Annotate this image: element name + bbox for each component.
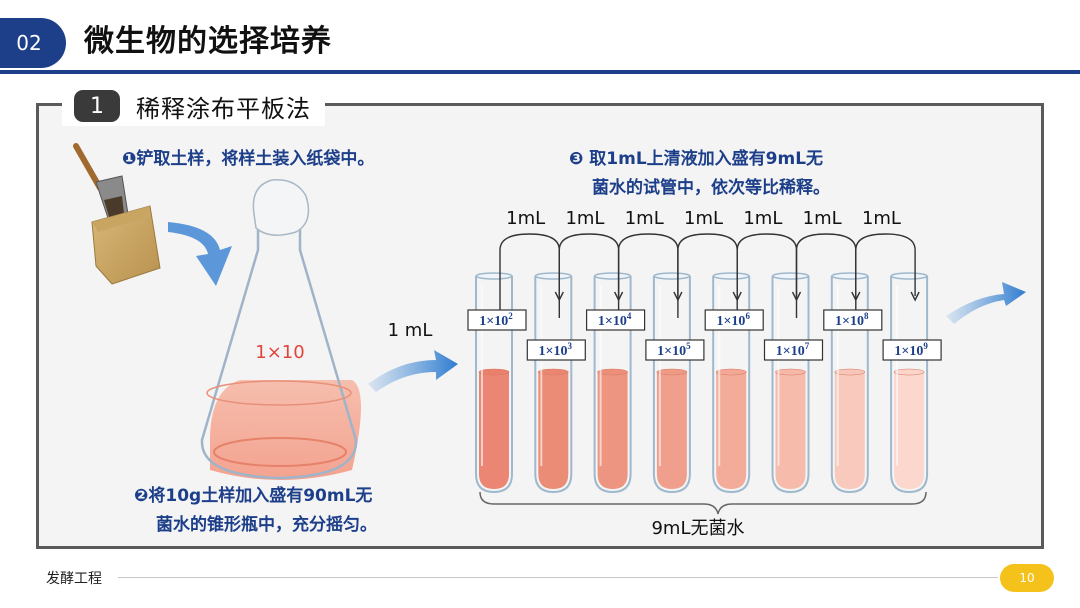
soil-trowel-icon <box>73 143 129 225</box>
tube-mouth <box>653 272 691 280</box>
test-tube-glass <box>475 276 513 494</box>
dilution-label: 1×106 <box>716 311 750 329</box>
dilution-label-box <box>526 339 586 361</box>
transfer-arc <box>795 233 857 318</box>
test-tube-glass <box>652 276 691 494</box>
tube-liquid-surface <box>775 368 806 376</box>
section-title: 稀释涂布平板法 <box>136 94 311 123</box>
transfer-arc <box>736 233 798 318</box>
dilution-label: 1×103 <box>539 341 573 359</box>
tube-liquid-surface <box>834 368 866 376</box>
tube-mouth <box>475 272 513 280</box>
dilution-label: 1×109 <box>894 341 928 359</box>
test-tube-glass <box>771 276 810 494</box>
section-number: 02 <box>16 31 42 55</box>
dilution-label: 1×105 <box>657 341 691 359</box>
transfer-volume-label: 1mL <box>565 208 604 229</box>
footer-divider <box>118 577 998 578</box>
tube-liquid-surface <box>597 368 628 376</box>
tube-liquid <box>775 372 806 489</box>
transfer-arc <box>558 233 620 318</box>
dilution-label: 1×107 <box>776 341 810 359</box>
dilution-label-box <box>704 309 764 331</box>
transfer-arrowhead <box>910 291 920 302</box>
tube-liquid-surface <box>537 368 569 376</box>
tube-liquid <box>834 372 865 489</box>
footer-course-name: 发酵工程 <box>46 571 102 587</box>
tube-mouth <box>890 272 928 280</box>
transfer-arc <box>677 233 738 318</box>
tube-liquid <box>716 372 747 489</box>
tube-mouth <box>831 272 869 280</box>
tube-liquid-surface <box>478 368 510 376</box>
test-tube-glass <box>830 276 869 494</box>
section-number-text: 1 <box>90 93 104 119</box>
header-divider <box>0 70 1080 74</box>
flow-arrow-3 <box>946 282 1026 324</box>
brace-label: 9mL无菌水 <box>651 518 744 539</box>
transfer-arc <box>617 233 679 318</box>
test-tube-glass <box>890 276 929 494</box>
transfer-volume-label: 1mL <box>506 208 545 229</box>
transfer-arc <box>855 233 916 318</box>
tube-mouth <box>712 272 750 280</box>
page-number-badge: 10 <box>1000 564 1054 592</box>
step3-text-line1: ❸ 取1mL上清液加入盛有9mL无 <box>569 148 823 169</box>
transfer-volume-label: 1mL <box>743 208 782 229</box>
tube-mouth <box>593 272 632 280</box>
tube-liquid <box>656 372 687 489</box>
dilution-label: 1×102 <box>479 311 513 329</box>
section-number-box: 1 <box>74 90 120 122</box>
paper-bag-icon <box>91 205 161 285</box>
dilution-label: 1×104 <box>598 311 632 329</box>
dilution-label-box <box>763 339 824 361</box>
test-tube-glass <box>712 276 751 494</box>
dilution-label-box <box>882 339 942 361</box>
dilution-label-box <box>467 309 527 331</box>
test-tubes: 1mL 1mL 1mL 1mL 1mL 1mL 1mL 1×102 1×103 1×104 1×10… <box>467 208 942 494</box>
tube-mouth <box>534 272 573 280</box>
tube-liquid <box>597 372 628 489</box>
step1-text: ❶铲取土样，将样土装入纸袋中。 <box>122 148 374 169</box>
dilution-label-box <box>823 309 883 331</box>
tube-liquid <box>538 372 569 489</box>
test-tube-glass <box>593 276 632 494</box>
step3-text-line2: 菌水的试管中，依次等比稀释。 <box>592 177 830 198</box>
dilution-label-box <box>645 339 705 361</box>
tube-liquid-surface <box>715 368 747 376</box>
dilution-label: 1×108 <box>835 311 869 329</box>
transfer-volume-label: 1mL <box>684 208 723 229</box>
page-title: 微生物的选择培养 <box>84 24 332 59</box>
flow-arrow-2 <box>368 350 458 392</box>
transfer-volume-label: 1mL <box>625 208 664 229</box>
transfer-arc <box>499 233 560 318</box>
transfer-volume-label: 1mL <box>862 208 901 229</box>
transfer-volume-label: 1mL <box>803 208 842 229</box>
flask-dilution-label: 1×10 <box>255 342 304 363</box>
step2-text-line1: ❷将10g土样加入盛有90mL无 <box>134 485 372 506</box>
section-number-badge: 02 <box>0 18 66 68</box>
tube-liquid-surface <box>656 368 688 376</box>
section-tag: 1 稀释涂布平板法 <box>62 86 325 126</box>
tube-liquid-surface <box>893 368 925 376</box>
step2-text-line2: 菌水的锥形瓶中，充分摇匀。 <box>156 514 377 535</box>
conical-flask <box>200 179 361 480</box>
tube-brace <box>479 491 927 515</box>
tube-liquid <box>894 372 925 489</box>
flow-arrow-1 <box>168 222 232 286</box>
tube-liquid <box>479 372 509 489</box>
first-transfer-label: 1 mL <box>388 320 433 341</box>
dilution-label-box <box>585 309 646 331</box>
test-tube-glass <box>534 276 573 494</box>
tube-mouth <box>771 272 810 280</box>
page-number: 10 <box>1019 571 1035 585</box>
